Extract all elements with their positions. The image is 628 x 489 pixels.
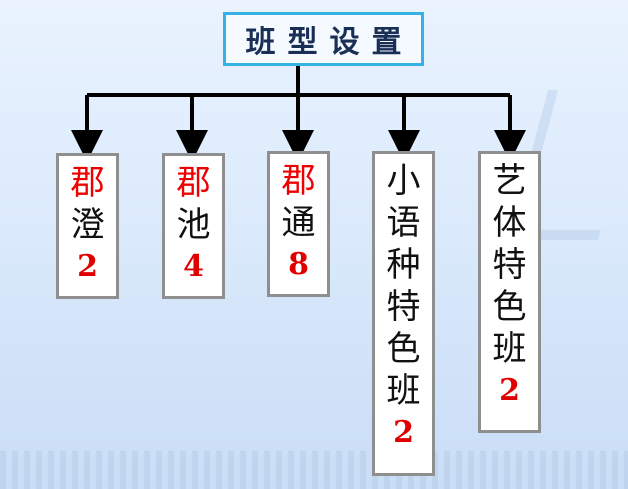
node-count: 2 bbox=[499, 373, 520, 408]
node-label-char: 体 bbox=[492, 203, 527, 243]
node-label-char: 特 bbox=[386, 287, 421, 327]
node-count: 4 bbox=[183, 249, 204, 284]
diagram-title: 班型设置 bbox=[223, 12, 424, 66]
node-arts-sports-class: 艺 体 特 色 班 2 bbox=[478, 151, 541, 433]
node-label-char: 色 bbox=[492, 287, 527, 327]
node-count: 2 bbox=[77, 249, 98, 284]
node-label-char: 小 bbox=[386, 161, 421, 201]
node-label-char: 池 bbox=[176, 205, 211, 245]
node-label-char: 色 bbox=[386, 329, 421, 369]
node-label-char: 语 bbox=[386, 203, 421, 243]
node-count: 2 bbox=[393, 415, 414, 450]
node-count: 8 bbox=[288, 247, 309, 282]
node-label-char: 种 bbox=[386, 245, 421, 285]
node-label-char: 艺 bbox=[492, 161, 527, 201]
node-label-char: 郡 bbox=[70, 163, 105, 203]
node-juntong: 郡 通 8 bbox=[267, 151, 330, 297]
node-label-char: 特 bbox=[492, 245, 527, 285]
node-label-char: 班 bbox=[386, 371, 421, 411]
node-label-char: 通 bbox=[281, 203, 316, 243]
node-minor-language-class: 小 语 种 特 色 班 2 bbox=[372, 151, 435, 476]
node-juncheng: 郡 澄 2 bbox=[56, 153, 119, 299]
node-junchi: 郡 池 4 bbox=[162, 153, 225, 299]
node-label-char: 澄 bbox=[70, 205, 105, 245]
background-skyline bbox=[0, 451, 628, 489]
node-label-char: 郡 bbox=[281, 161, 316, 201]
node-label-char: 班 bbox=[492, 329, 527, 369]
node-label-char: 郡 bbox=[176, 163, 211, 203]
